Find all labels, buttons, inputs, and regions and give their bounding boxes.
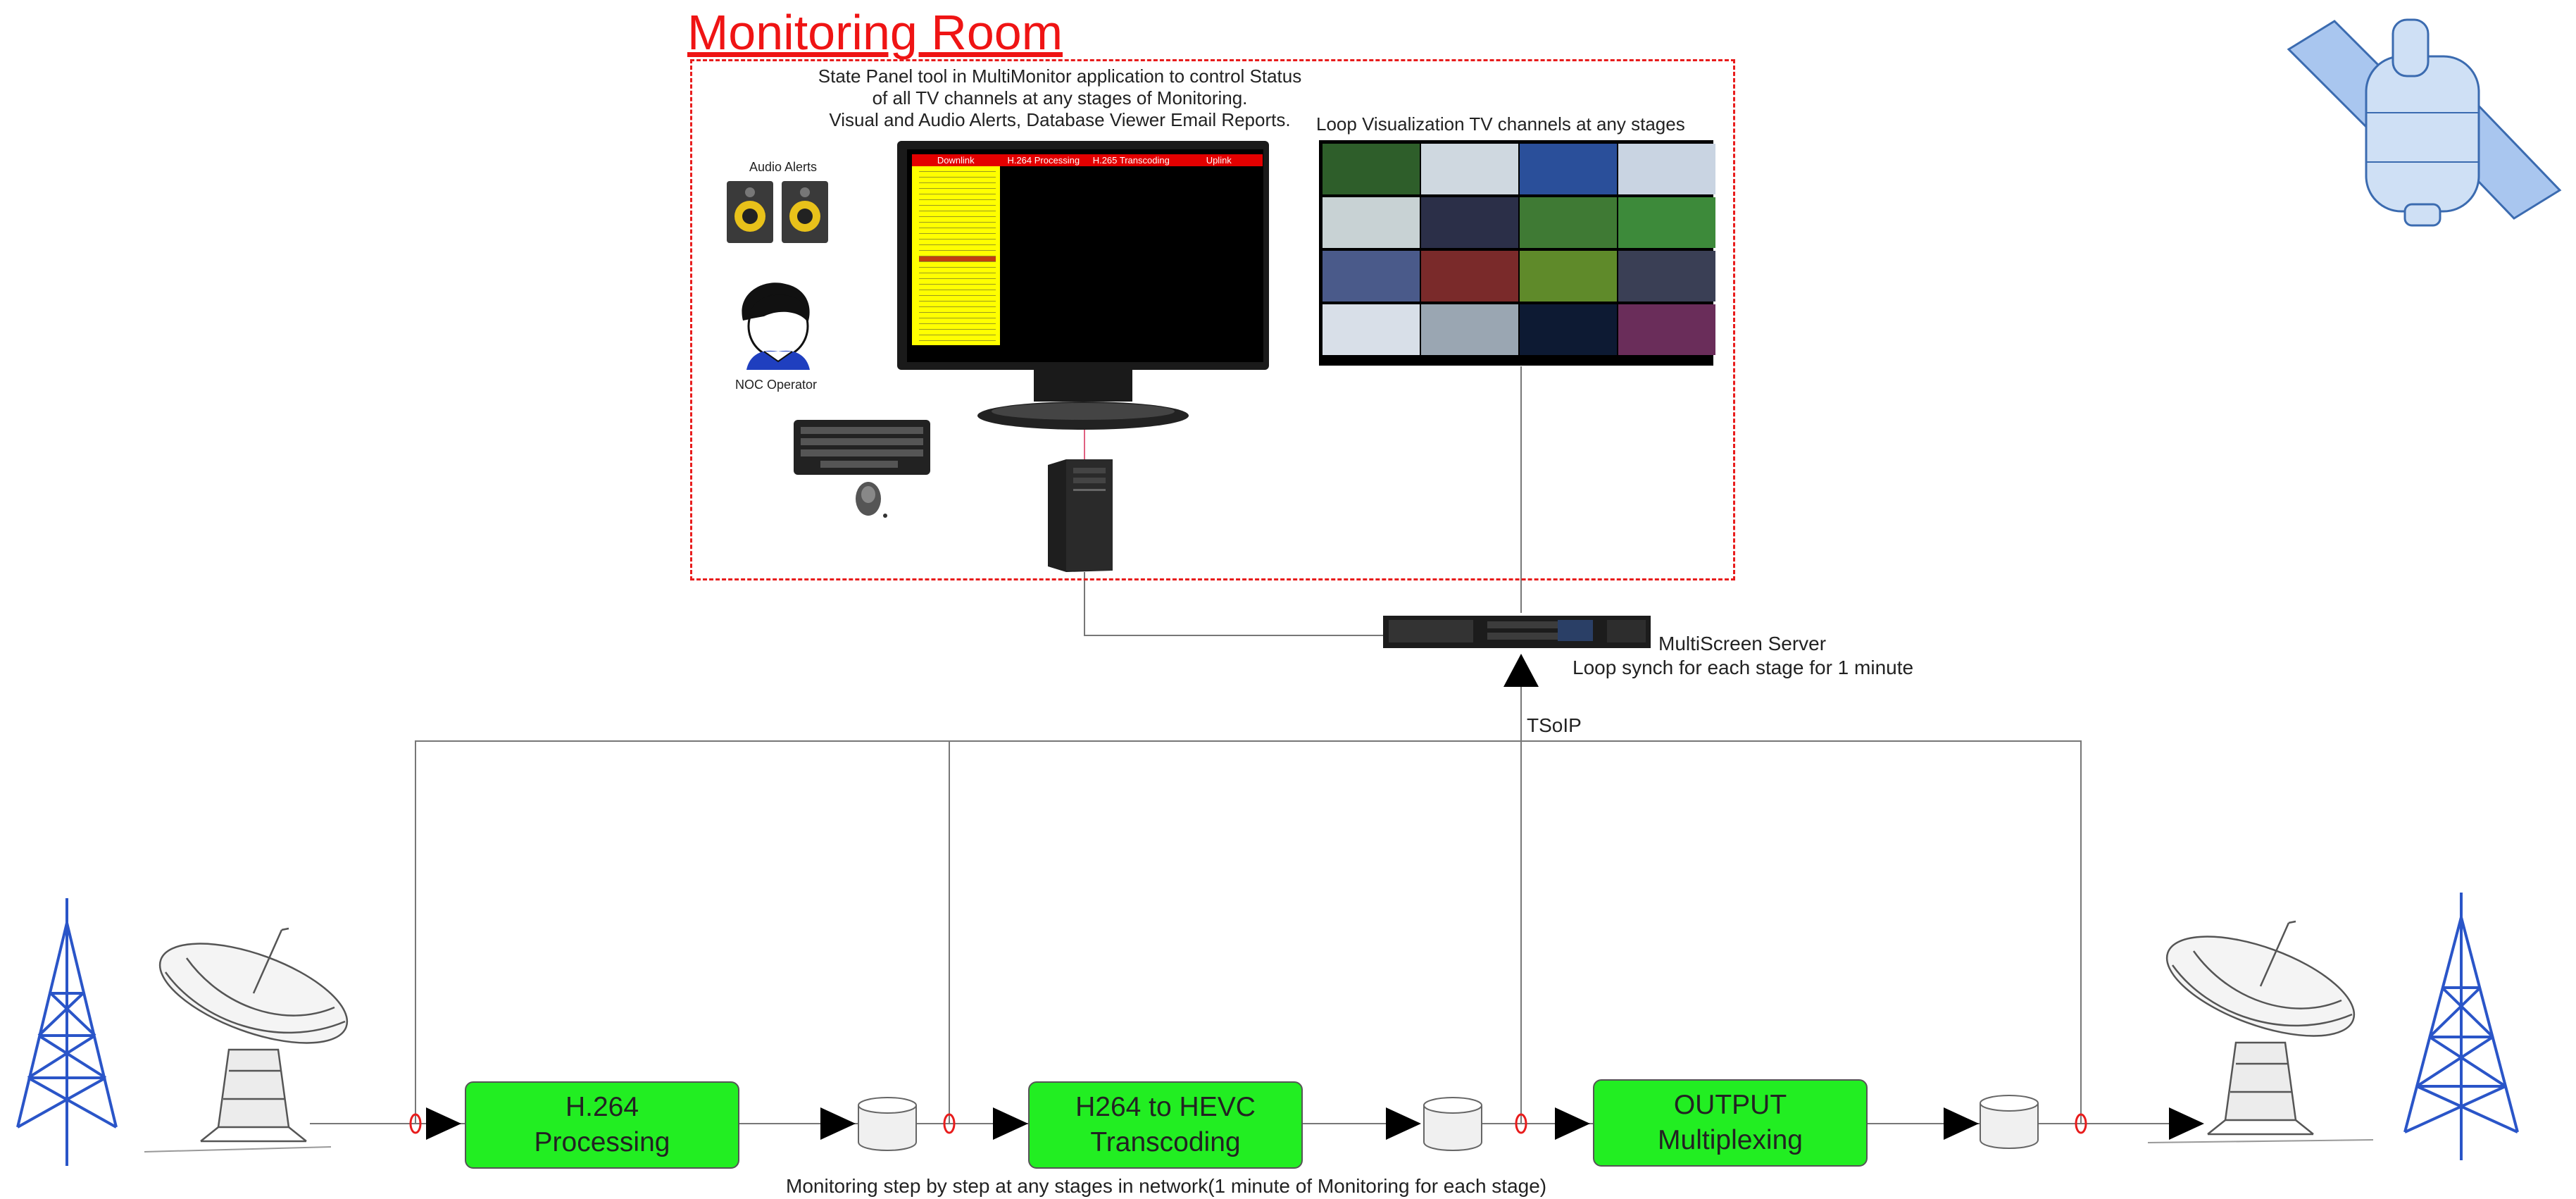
video-tile (1323, 304, 1420, 355)
panel-col-h264: H.264 Processing (1007, 155, 1080, 166)
storage-cylinder-icon (1423, 1097, 1482, 1151)
monitoring-room-boundary (690, 59, 1735, 580)
stage-output-line2: Multiplexing (1658, 1125, 1803, 1155)
workstation-tower-icon (1048, 459, 1113, 572)
video-tile (1520, 251, 1617, 302)
stage-h264-line1: H.264 (565, 1092, 639, 1122)
video-tile (1323, 251, 1420, 302)
stage-hevc-transcoding[interactable]: H264 to HEVC Transcoding (1028, 1081, 1303, 1169)
keyboard-icon (794, 420, 930, 475)
satellite-dish-icon (2165, 920, 2356, 1136)
video-tile (1520, 304, 1617, 355)
video-tile (1421, 197, 1518, 248)
video-tile (1520, 144, 1617, 194)
description-line-1: State Panel tool in MultiMonitor applica… (818, 66, 1302, 87)
stage-hevc-line2: Transcoding (1090, 1127, 1241, 1157)
transmission-tower-icon (2403, 893, 2519, 1160)
speakers-icon (727, 181, 828, 243)
noc-operator-icon (742, 282, 810, 370)
video-tile (1618, 304, 1715, 355)
video-tile (1618, 251, 1715, 302)
state-panel-channel-list (912, 166, 1000, 345)
video-tile (1520, 197, 1617, 248)
description-line-3: Visual and Audio Alerts, Database Viewer… (829, 109, 1291, 130)
video-tile (1421, 144, 1518, 194)
transmission-tower-icon (16, 898, 118, 1166)
multiscreen-server-icon (1383, 616, 1651, 648)
panel-col-downlink: Downlink (937, 155, 975, 166)
video-tile (1323, 197, 1420, 248)
server-note: Loop synch for each stage for 1 minute (1573, 657, 1914, 678)
video-tile (1421, 251, 1518, 302)
storage-cylinder-icon (858, 1097, 917, 1151)
description-line-2: of all TV channels at any stages of Moni… (872, 87, 1248, 108)
state-panel-description: State Panel tool in MultiMonitor applica… (796, 66, 1324, 131)
tsoip-label: TSoIP (1527, 714, 1582, 736)
panel-col-h265: H.265 Transcoding (1092, 155, 1170, 166)
satellite-icon (2287, 18, 2562, 227)
satellite-dish-icon (158, 927, 349, 1143)
monitoring-steps-caption: Monitoring step by step at any stages in… (786, 1175, 1547, 1197)
video-tile (1421, 304, 1518, 355)
video-tile (1323, 144, 1420, 194)
stage-hevc-line1: H264 to HEVC (1075, 1092, 1256, 1122)
video-tile (1618, 197, 1715, 248)
state-panel-header: Downlink H.264 Processing H.265 Transcod… (912, 154, 1263, 166)
monitoring-room-title: Monitoring Room (687, 5, 1063, 60)
loop-visualization-label: Loop Visualization TV channels at any st… (1316, 113, 1685, 135)
mouse-icon (856, 482, 887, 518)
noc-operator-label: NOC Operator (735, 378, 818, 392)
stage-h264-line2: Processing (534, 1127, 670, 1157)
audio-alerts-label: Audio Alerts (749, 160, 818, 174)
server-name: MultiScreen Server (1658, 633, 1827, 654)
video-tile (1618, 144, 1715, 194)
stage-output-multiplexing[interactable]: OUTPUT Multiplexing (1593, 1079, 1868, 1167)
panel-col-uplink: Uplink (1206, 155, 1232, 166)
stage-output-line1: OUTPUT (1673, 1090, 1787, 1120)
storage-cylinder-icon (1980, 1095, 2039, 1149)
